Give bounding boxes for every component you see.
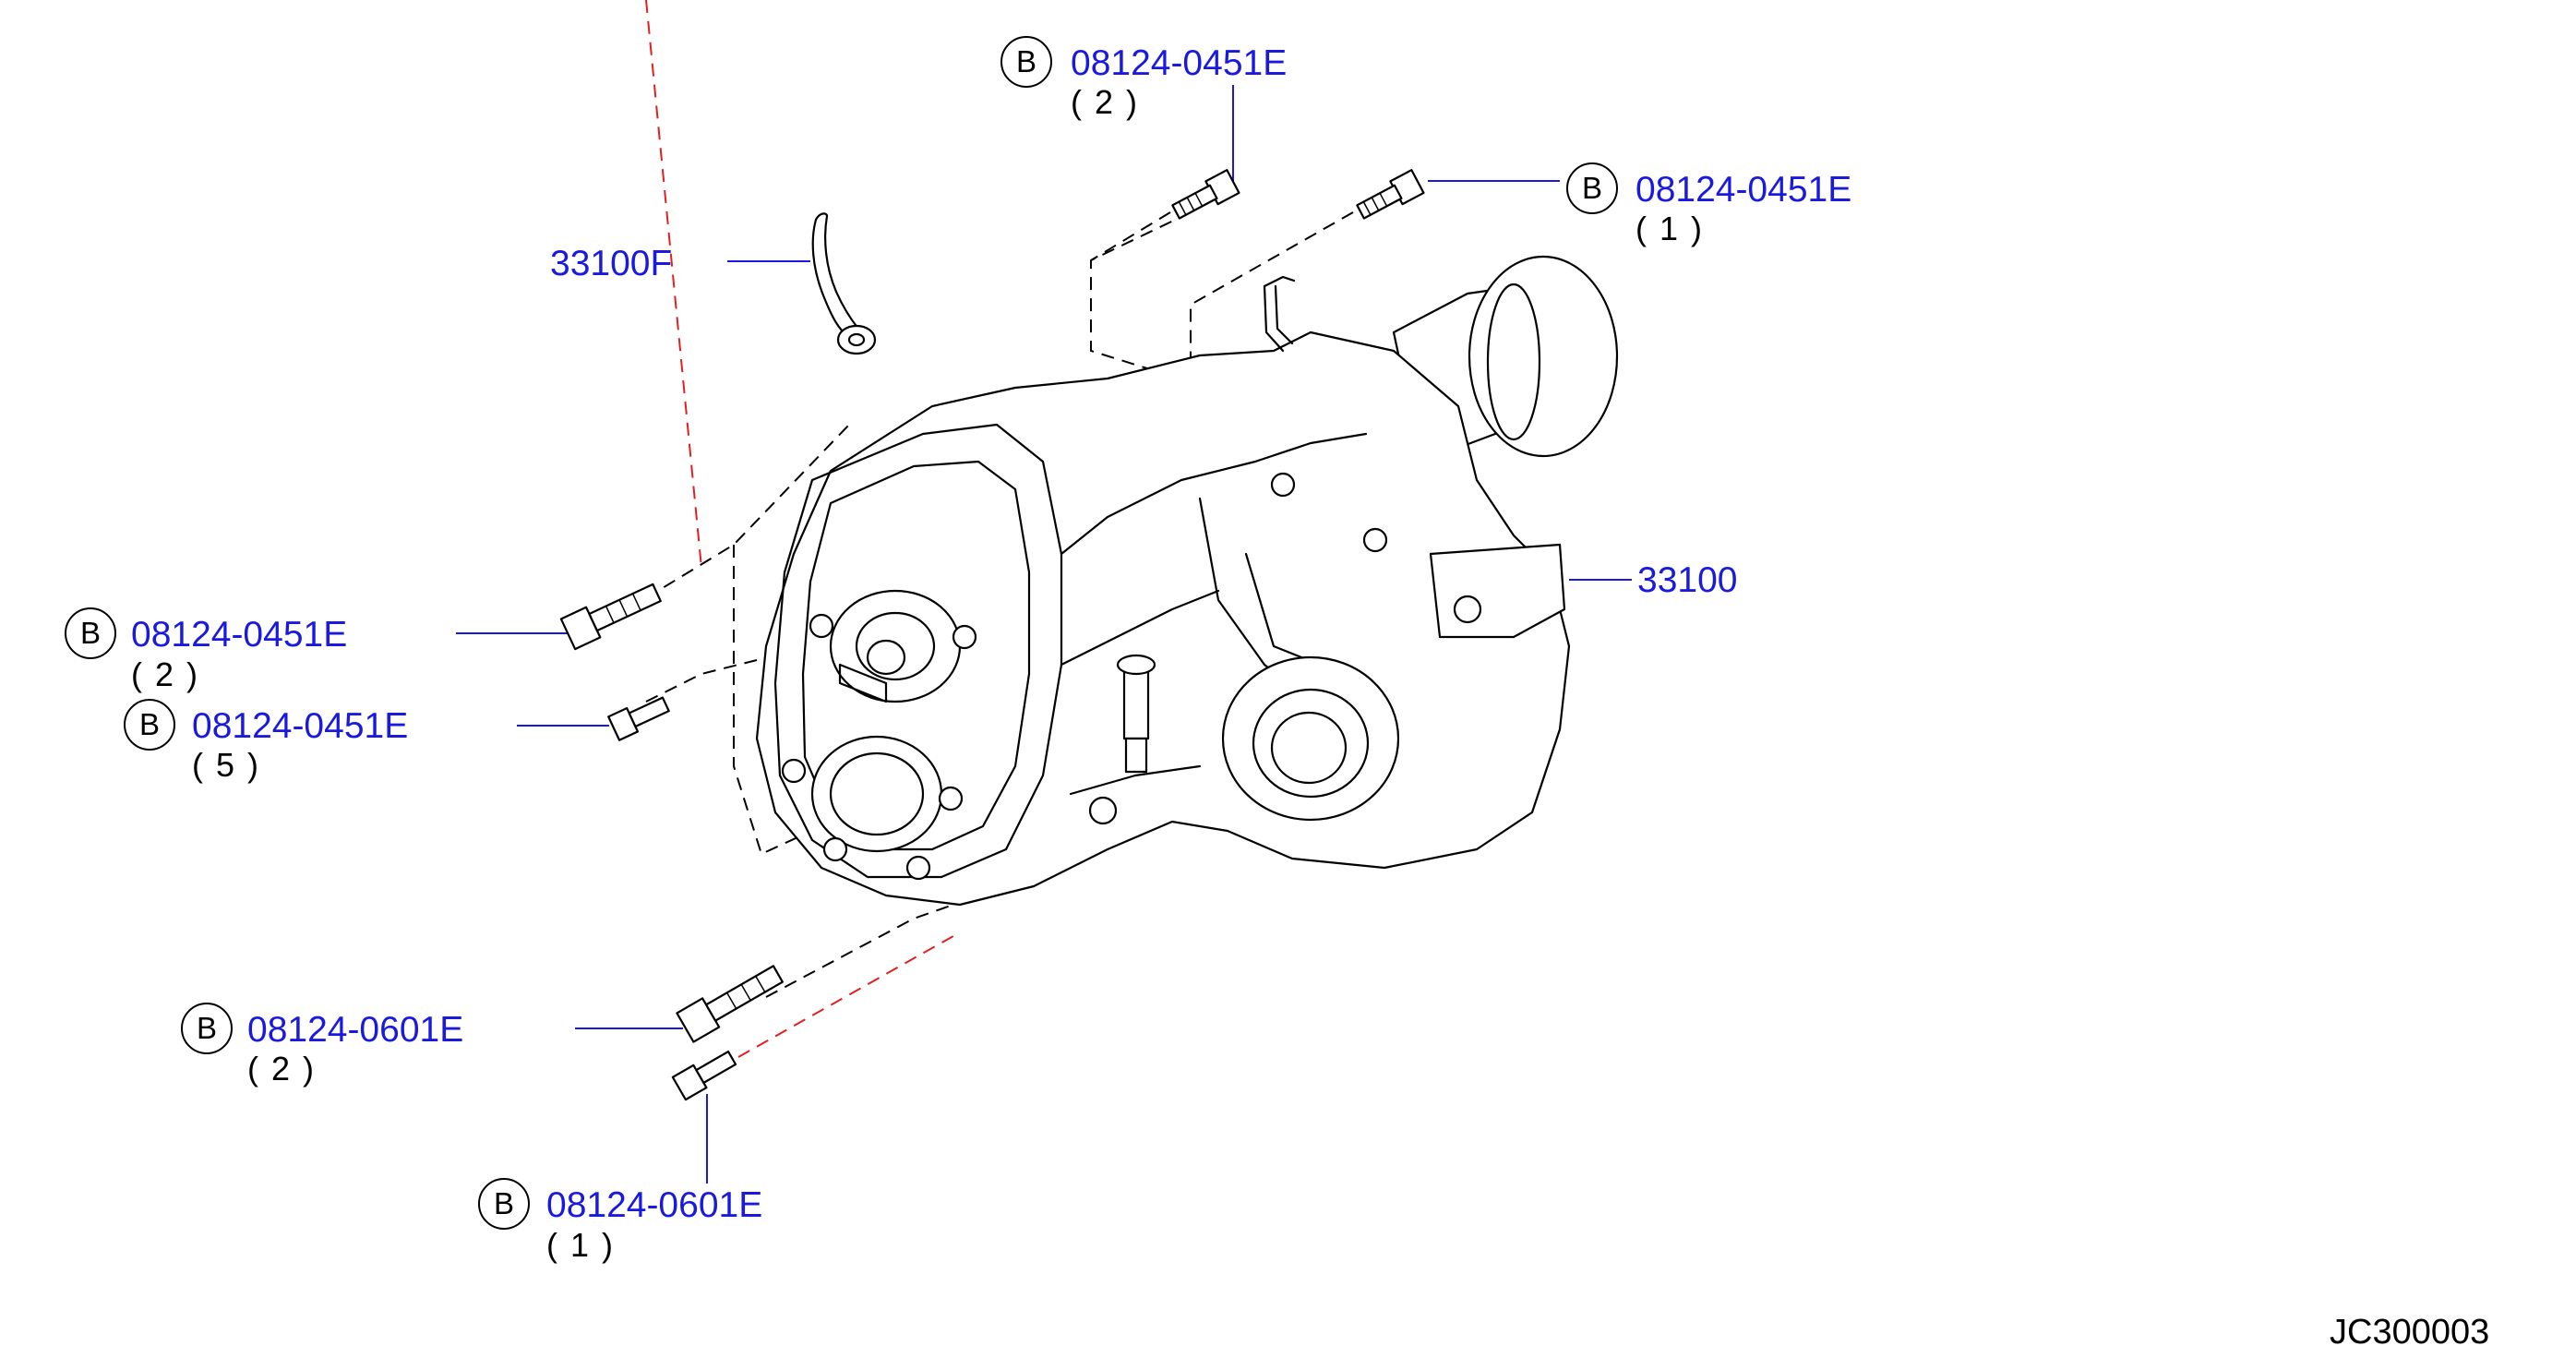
bolt-badge: B — [124, 699, 175, 751]
quantity-label: ( 2 ) — [1071, 83, 1140, 121]
transfer-assembly-label[interactable]: 33100 — [1637, 560, 1738, 600]
diagram-code: JC300003 — [2330, 1313, 2490, 1352]
part-number-label[interactable]: 08124-0451E — [192, 706, 409, 746]
quantity-label: ( 2 ) — [131, 655, 200, 693]
transfer-case-33100 — [755, 255, 1619, 907]
part-number-label[interactable]: 08124-0451E — [1635, 170, 1852, 210]
part-number-label[interactable]: 08124-0601E — [546, 1185, 763, 1225]
bolt-top — [1171, 169, 1240, 220]
bolt-left-small — [607, 696, 670, 741]
bolt-lower — [676, 965, 784, 1043]
bolt-badge: B — [1000, 36, 1052, 88]
bolt-left — [559, 583, 662, 651]
bracket-33100F — [811, 212, 877, 355]
quantity-label: ( 1 ) — [546, 1226, 616, 1264]
red-hidden-line-1 — [645, 0, 702, 569]
quantity-label: ( 2 ) — [247, 1050, 317, 1088]
bolt-badge: B — [1566, 162, 1618, 214]
bolt-badge: B — [181, 1003, 233, 1054]
bolt-bottom — [671, 1050, 737, 1101]
part-number-label[interactable]: 08124-0601E — [247, 1010, 464, 1050]
bracket-part-label[interactable]: 33100F — [550, 244, 673, 283]
bolt-badge: B — [478, 1178, 530, 1230]
bolt-right — [1356, 169, 1425, 220]
leader-lines — [456, 85, 1632, 1184]
quantity-label: ( 1 ) — [1635, 210, 1705, 247]
part-number-label[interactable]: 08124-0451E — [131, 615, 348, 655]
bolt-badge: B — [65, 607, 116, 659]
part-number-label[interactable]: 08124-0451E — [1071, 43, 1288, 83]
quantity-label: ( 5 ) — [192, 746, 261, 784]
